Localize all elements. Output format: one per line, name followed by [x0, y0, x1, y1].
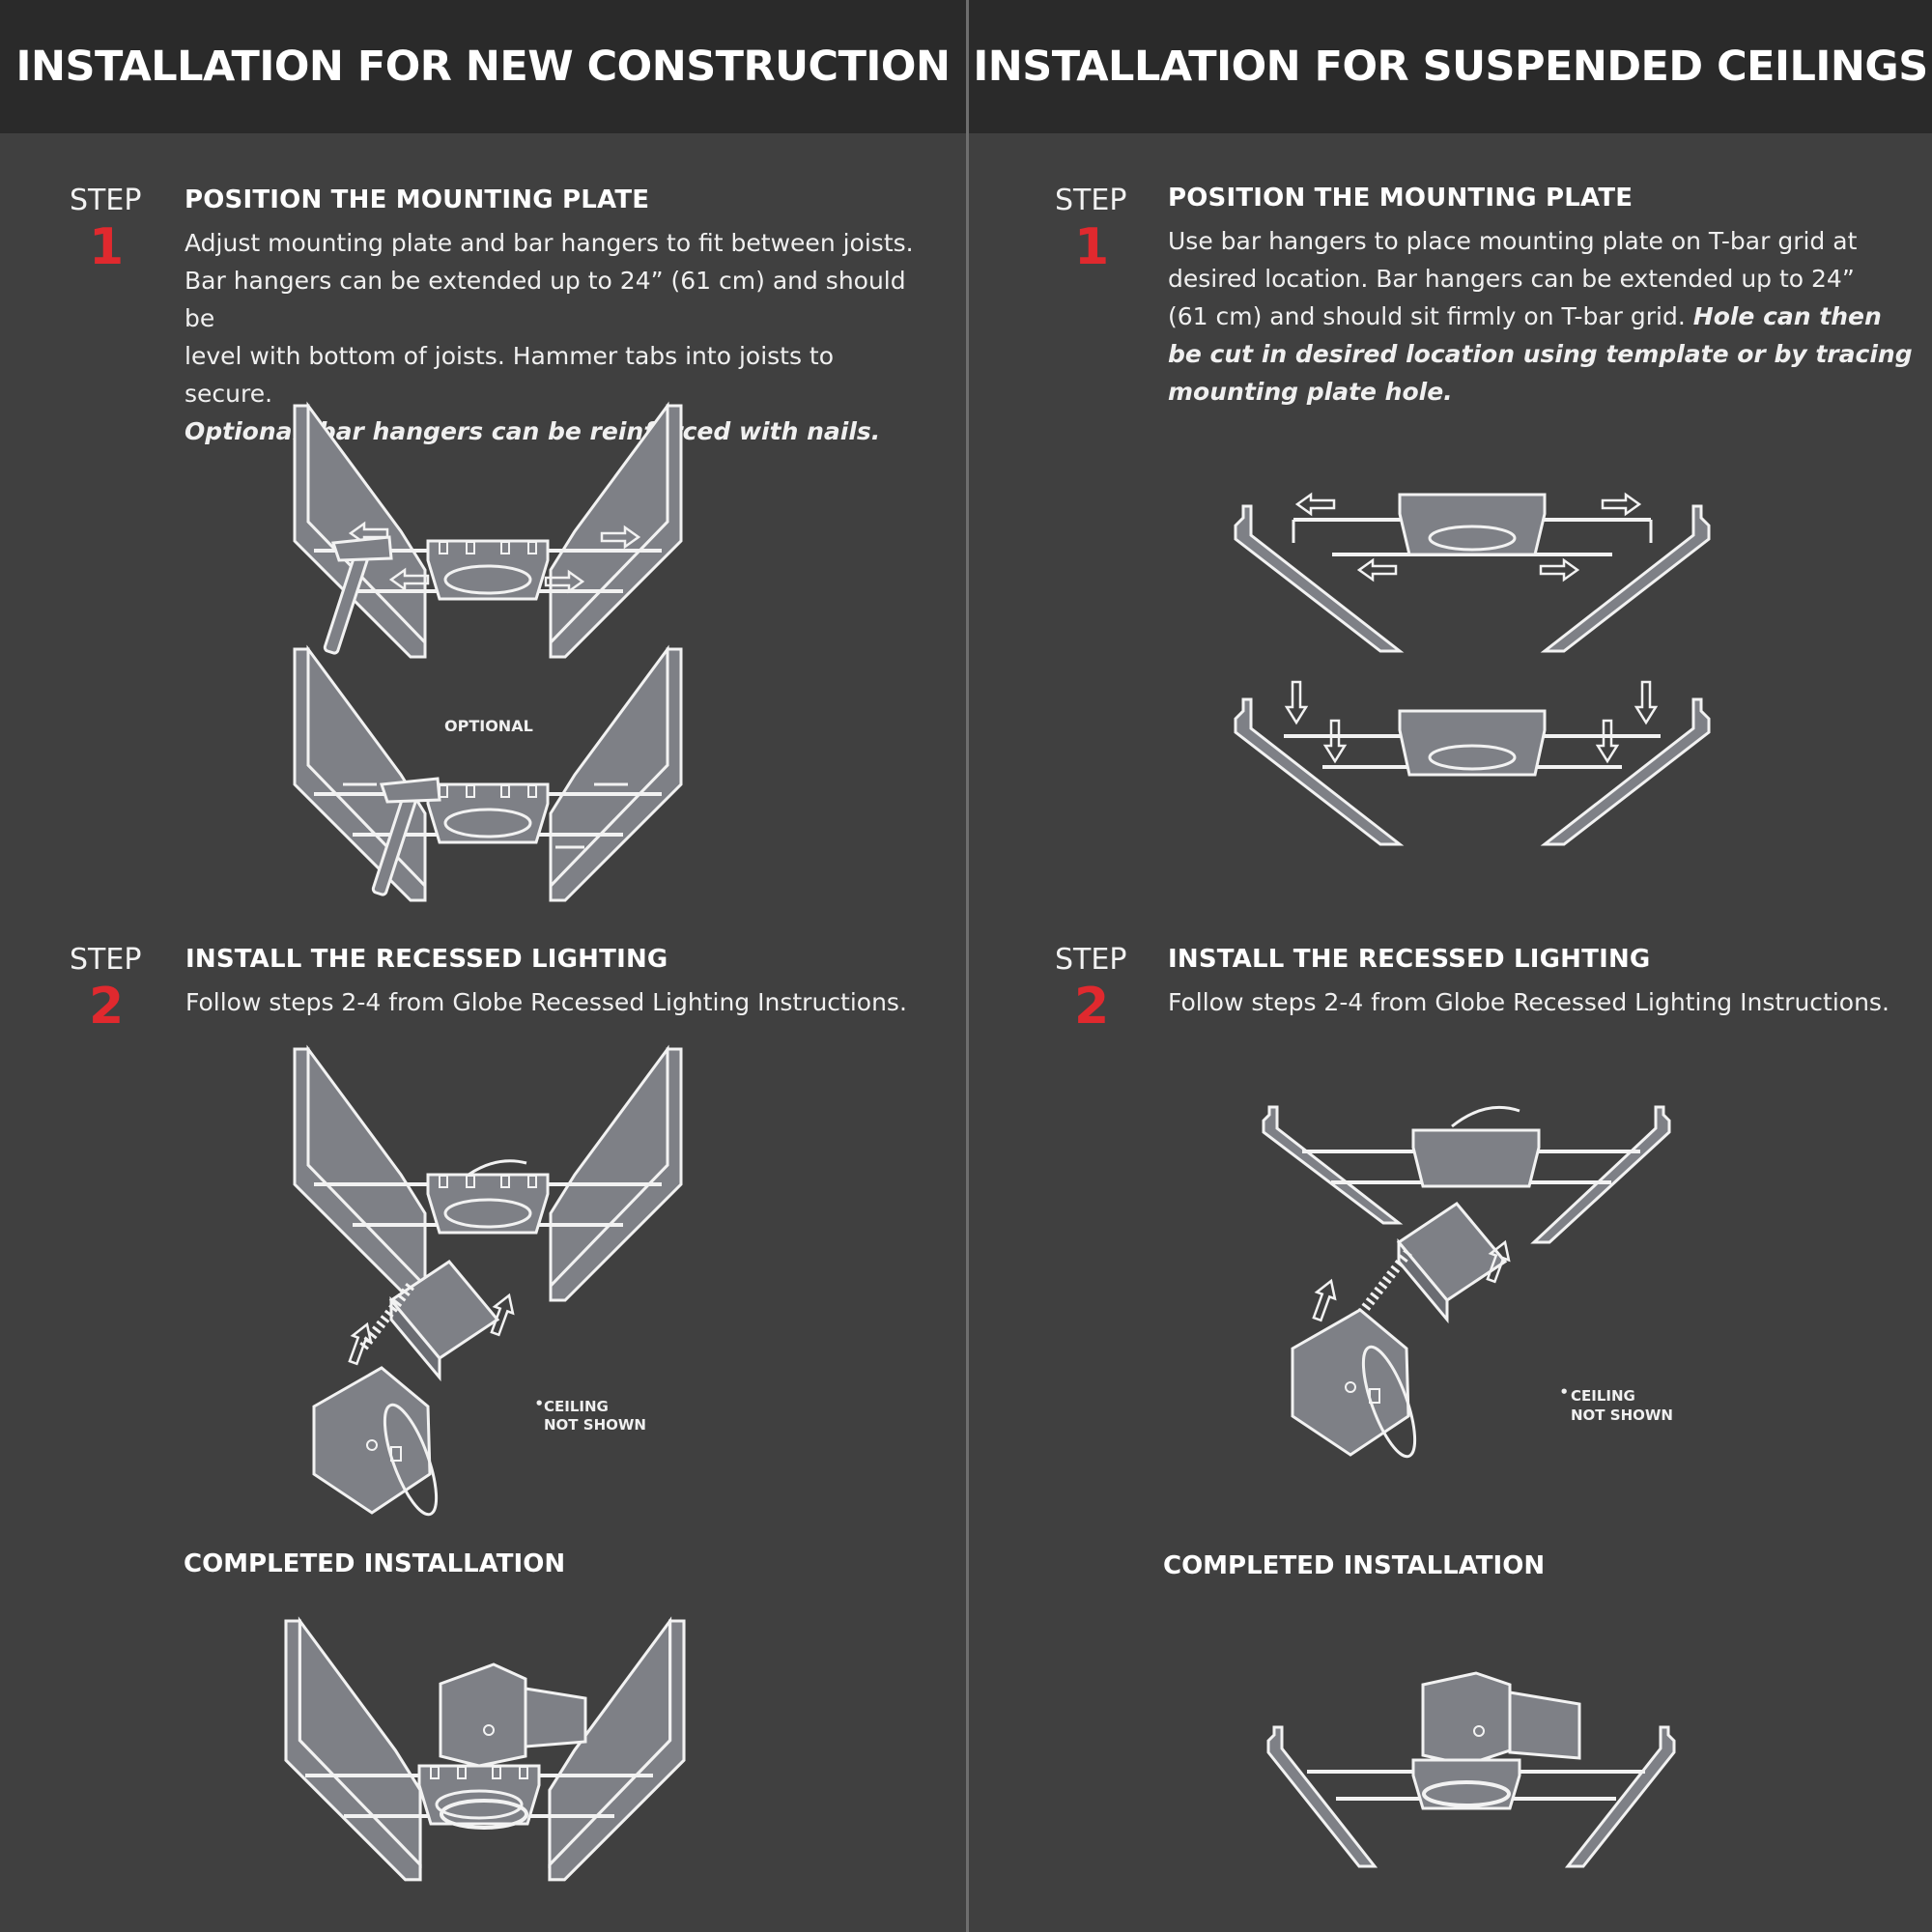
- ceiling-note-line2: NOT SHOWN: [544, 1416, 646, 1434]
- body-italic-line: be cut in desired location using templat…: [1168, 340, 1913, 368]
- step-number: 2: [89, 978, 125, 1036]
- ceiling-note-line1: CEILING: [1571, 1387, 1635, 1405]
- column-divider: [966, 0, 969, 1932]
- body-line: level with bottom of joists. Hammer tabs…: [185, 342, 835, 408]
- completed-suspended-illustration: [1266, 1671, 1676, 1868]
- step-number: 1: [1074, 218, 1110, 276]
- body-line: Adjust mounting plate and bar hangers to…: [185, 229, 914, 257]
- completed-title: COMPLETED INSTALLATION: [1163, 1551, 1546, 1580]
- tbar-seated-illustration: [1234, 680, 1711, 846]
- step-label: STEP: [1055, 943, 1127, 977]
- mounting-plate-illustration: [293, 404, 683, 659]
- svg-text:•: •: [534, 1395, 544, 1412]
- svg-text:•: •: [1559, 1383, 1569, 1401]
- install-lighting-suspended-illustration: CEILING NOT SHOWN •: [1262, 1105, 1673, 1464]
- step-title: POSITION THE MOUNTING PLATE: [1168, 184, 1634, 213]
- step-number: 2: [1074, 978, 1110, 1036]
- body-line: Bar hangers can be extended up to 24” (6…: [185, 267, 906, 332]
- step-label: STEP: [70, 184, 142, 217]
- step-label: STEP: [70, 943, 142, 977]
- step-number: 1: [89, 218, 125, 276]
- section-header: INSTALLATION FOR SUSPENDED CEILINGS: [969, 0, 1932, 133]
- step-description: Follow steps 2-4 from Globe Recessed Lig…: [185, 988, 907, 1016]
- step-title: POSITION THE MOUNTING PLATE: [185, 185, 650, 214]
- body-line: (61 cm) and should sit firmly on T-bar g…: [1168, 302, 1882, 330]
- tbar-placement-illustration: [1234, 493, 1711, 653]
- body-line: desired location. Bar hangers can be ext…: [1168, 265, 1855, 293]
- new-construction-column: INSTALLATION FOR NEW CONSTRUCTION STEP 1…: [0, 0, 966, 1882]
- step-description: Adjust mounting plate and bar hangers to…: [185, 224, 919, 450]
- body-line: Use bar hangers to place mounting plate …: [1168, 227, 1858, 255]
- optional-label: OPTIONAL: [444, 717, 533, 735]
- section-title: INSTALLATION FOR NEW CONSTRUCTION: [15, 43, 951, 91]
- step-description: Follow steps 2-4 from Globe Recessed Lig…: [1168, 988, 1889, 1016]
- suspended-ceilings-column: INSTALLATION FOR SUSPENDED CEILINGS STEP…: [969, 0, 1932, 1932]
- step-label: STEP: [1055, 184, 1127, 217]
- ceiling-note-line1: CEILING: [544, 1398, 609, 1415]
- section-title: INSTALLATION FOR SUSPENDED CEILINGS: [973, 43, 1928, 91]
- section-header: INSTALLATION FOR NEW CONSTRUCTION: [0, 0, 966, 133]
- optional-nails-illustration: OPTIONAL: [293, 647, 683, 902]
- step-description: Use bar hangers to place mounting plate …: [1168, 222, 1921, 411]
- install-lighting-illustration: CEILING NOT SHOWN •: [293, 1047, 683, 1522]
- completed-title: COMPLETED INSTALLATION: [184, 1549, 566, 1578]
- ceiling-note-line2: NOT SHOWN: [1571, 1406, 1673, 1424]
- step-title: INSTALL THE RECESSED LIGHTING: [1168, 945, 1651, 974]
- step-title: INSTALL THE RECESSED LIGHTING: [185, 945, 668, 974]
- body-italic-line: mounting plate hole.: [1168, 378, 1453, 406]
- completed-illustration: [284, 1619, 686, 1882]
